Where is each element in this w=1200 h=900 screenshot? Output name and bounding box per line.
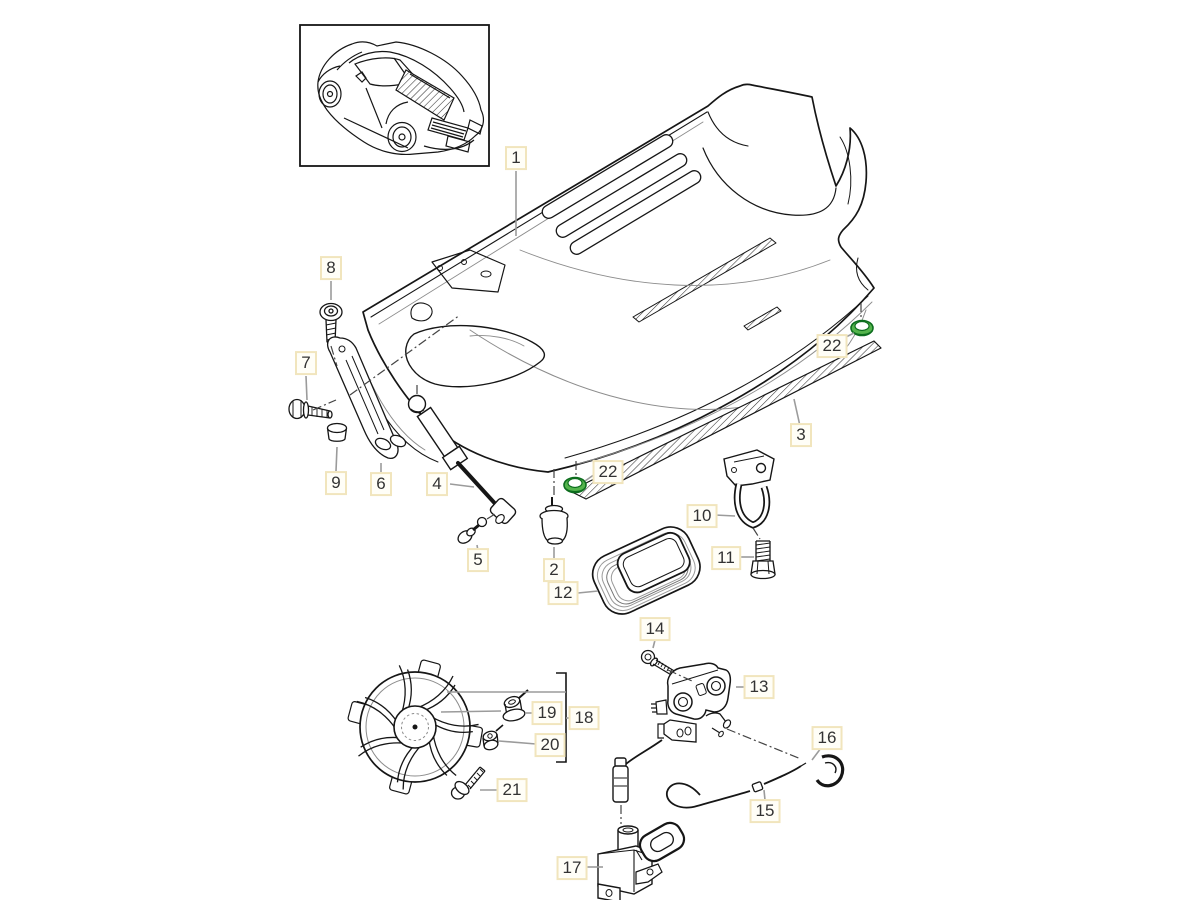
callout-21[interactable]: 21 [496,778,528,802]
callout-20[interactable]: 20 [534,733,566,757]
part-8-screw [319,302,343,349]
part-5-ball-stud [457,516,488,544]
part-15-release-cable [666,762,807,809]
callout-12[interactable]: 12 [547,581,579,605]
callout-10[interactable]: 10 [686,504,718,528]
assembly-dash-lines [312,303,862,824]
callout-6[interactable]: 6 [370,472,392,496]
callout-22-left[interactable]: 22 [592,460,624,484]
part-6-hinge [326,336,407,459]
callout-7[interactable]: 7 [295,351,317,375]
part-12-gasket [591,526,701,615]
part-14-screw [640,649,677,677]
part-19-rubber-mount [502,689,529,722]
callout-16[interactable]: 16 [811,726,843,750]
callout-8[interactable]: 8 [320,256,342,280]
callout-2[interactable]: 2 [543,558,565,582]
part-10-striker [723,449,775,529]
part-16-clip [815,754,845,788]
callout-3[interactable]: 3 [790,423,812,447]
callout-15[interactable]: 15 [749,799,781,823]
part-21-screw [450,766,486,800]
grip-recess [632,237,777,323]
callout-18[interactable]: 18 [568,706,600,730]
callout-13[interactable]: 13 [743,675,775,699]
part-22-grommet-right [850,319,874,337]
part-11-bolt [750,540,776,580]
callout-1[interactable]: 1 [505,146,527,170]
callout-4[interactable]: 4 [426,472,448,496]
part-2-rubber-buffer [539,497,569,545]
callout-22-right[interactable]: 22 [816,334,848,358]
callout-9[interactable]: 9 [325,471,347,495]
part-13-lock-latch [651,662,732,743]
part-9-cap-nut [326,422,348,442]
part-18-fan-assembly [347,659,567,795]
callout-5[interactable]: 5 [467,548,489,572]
part-20-spacer [482,724,504,751]
callout-19[interactable]: 19 [531,701,563,725]
part-1-deck-lid [362,83,875,473]
car-thumbnail [299,24,490,167]
callout-17[interactable]: 17 [556,856,588,880]
callout-11[interactable]: 11 [711,546,741,570]
part-4-gas-strut [407,394,517,525]
part-17-lock-actuator [597,739,686,900]
part-7-bolt [288,398,333,420]
part-22-grommet-left [563,476,587,494]
callout-14[interactable]: 14 [639,617,671,641]
car-rear-three-quarter-icon [317,41,485,156]
